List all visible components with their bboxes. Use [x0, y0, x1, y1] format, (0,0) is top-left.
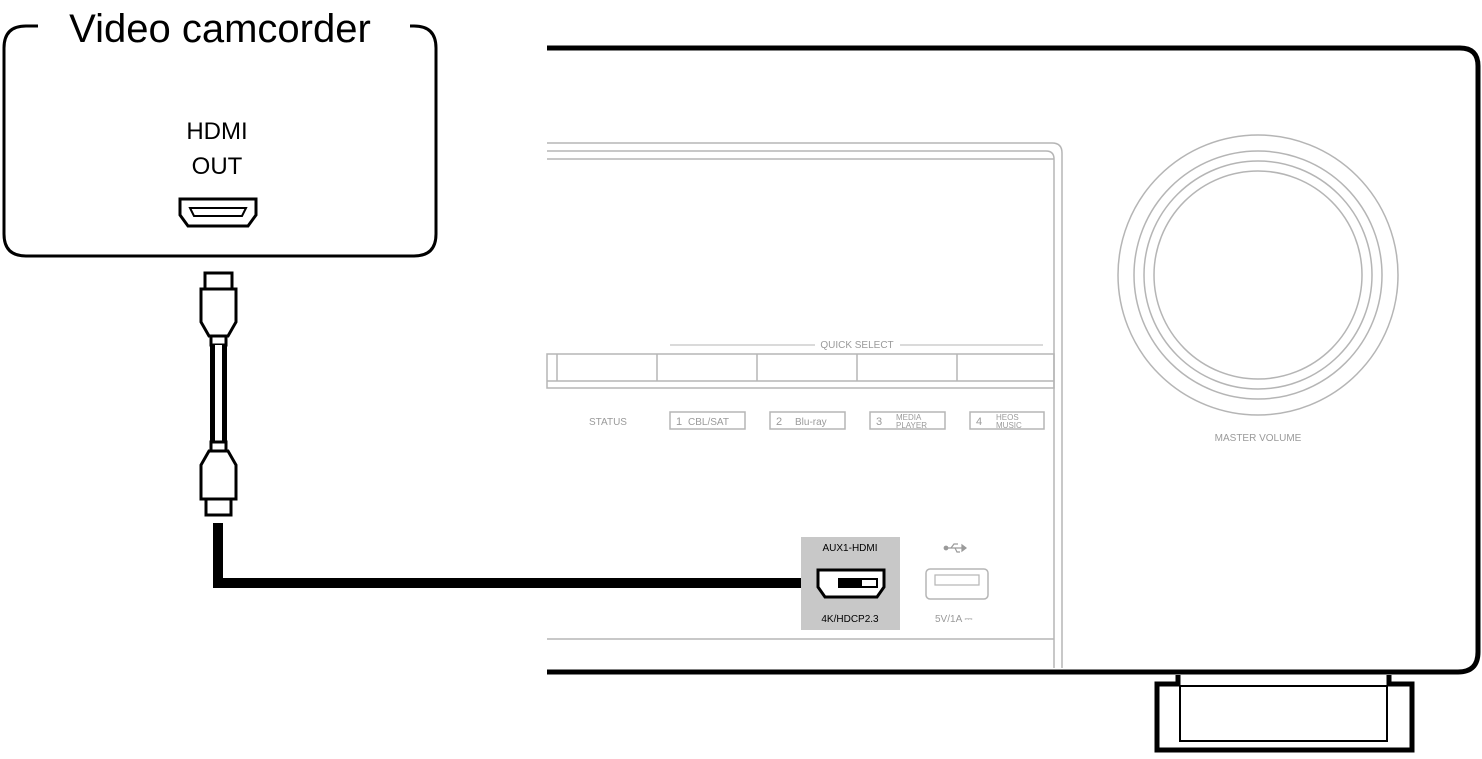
button-1-label: CBL/SAT	[688, 417, 729, 428]
usb-icon	[943, 543, 967, 553]
button-3-label-line1: MEDIA	[896, 413, 922, 422]
quick-select-button-4[interactable]: 4 HEOS MUSIC	[969, 411, 1045, 430]
button-4-label-line2: MUSIC	[996, 421, 1022, 430]
master-volume-knob[interactable]	[1117, 134, 1399, 416]
hdmi-out-label-line2: OUT	[192, 153, 243, 180]
camcorder-title: Video camcorder	[69, 7, 371, 51]
hdmi-plug-top-icon	[199, 271, 238, 347]
aux1-hdmi-spec-label: 4K/HDCP2.3	[821, 614, 879, 625]
hdmi-plug-bottom-icon	[199, 440, 238, 517]
camcorder-outline	[2, 24, 438, 258]
status-label: STATUS	[589, 417, 627, 428]
usb-port[interactable]: 5V/1A ⎓	[925, 543, 989, 625]
quick-select-button-2[interactable]: 2 Blu-ray	[769, 411, 846, 430]
hdmi-cable	[199, 271, 858, 588]
button-2-number: 2	[776, 416, 782, 428]
hdmi-out-label-line1: HDMI	[186, 118, 247, 145]
button-4-number: 4	[976, 416, 982, 428]
quick-select-button-1[interactable]: 1 CBL/SAT	[669, 411, 746, 430]
master-volume-label: MASTER VOLUME	[1215, 433, 1302, 444]
quick-select-strip	[546, 353, 1055, 389]
receiver-outline	[547, 45, 1481, 675]
button-3-label-line2: PLAYER	[896, 421, 927, 430]
receiver-foot	[1154, 675, 1415, 753]
aux1-hdmi-label: AUX1-HDMI	[822, 543, 877, 554]
button-1-number: 1	[676, 416, 682, 428]
button-2-label: Blu-ray	[795, 417, 827, 428]
quick-select-title: QUICK SELECT	[820, 340, 893, 351]
button-3-number: 3	[876, 416, 882, 428]
hdmi-out-port-icon	[178, 197, 258, 228]
usb-power-label: 5V/1A ⎓	[935, 614, 972, 625]
button-4-label-line1: HEOS	[996, 413, 1019, 422]
camcorder-device: Video camcorder HDMI OUT	[2, 7, 438, 258]
quick-select-button-3[interactable]: 3 MEDIA PLAYER	[869, 411, 946, 430]
aux1-hdmi-input: AUX1-HDMI 4K/HDCP2.3	[801, 537, 900, 630]
av-receiver: QUICK SELECT STATUS 1 CBL/SAT 2 Blu-ray …	[546, 45, 1481, 753]
